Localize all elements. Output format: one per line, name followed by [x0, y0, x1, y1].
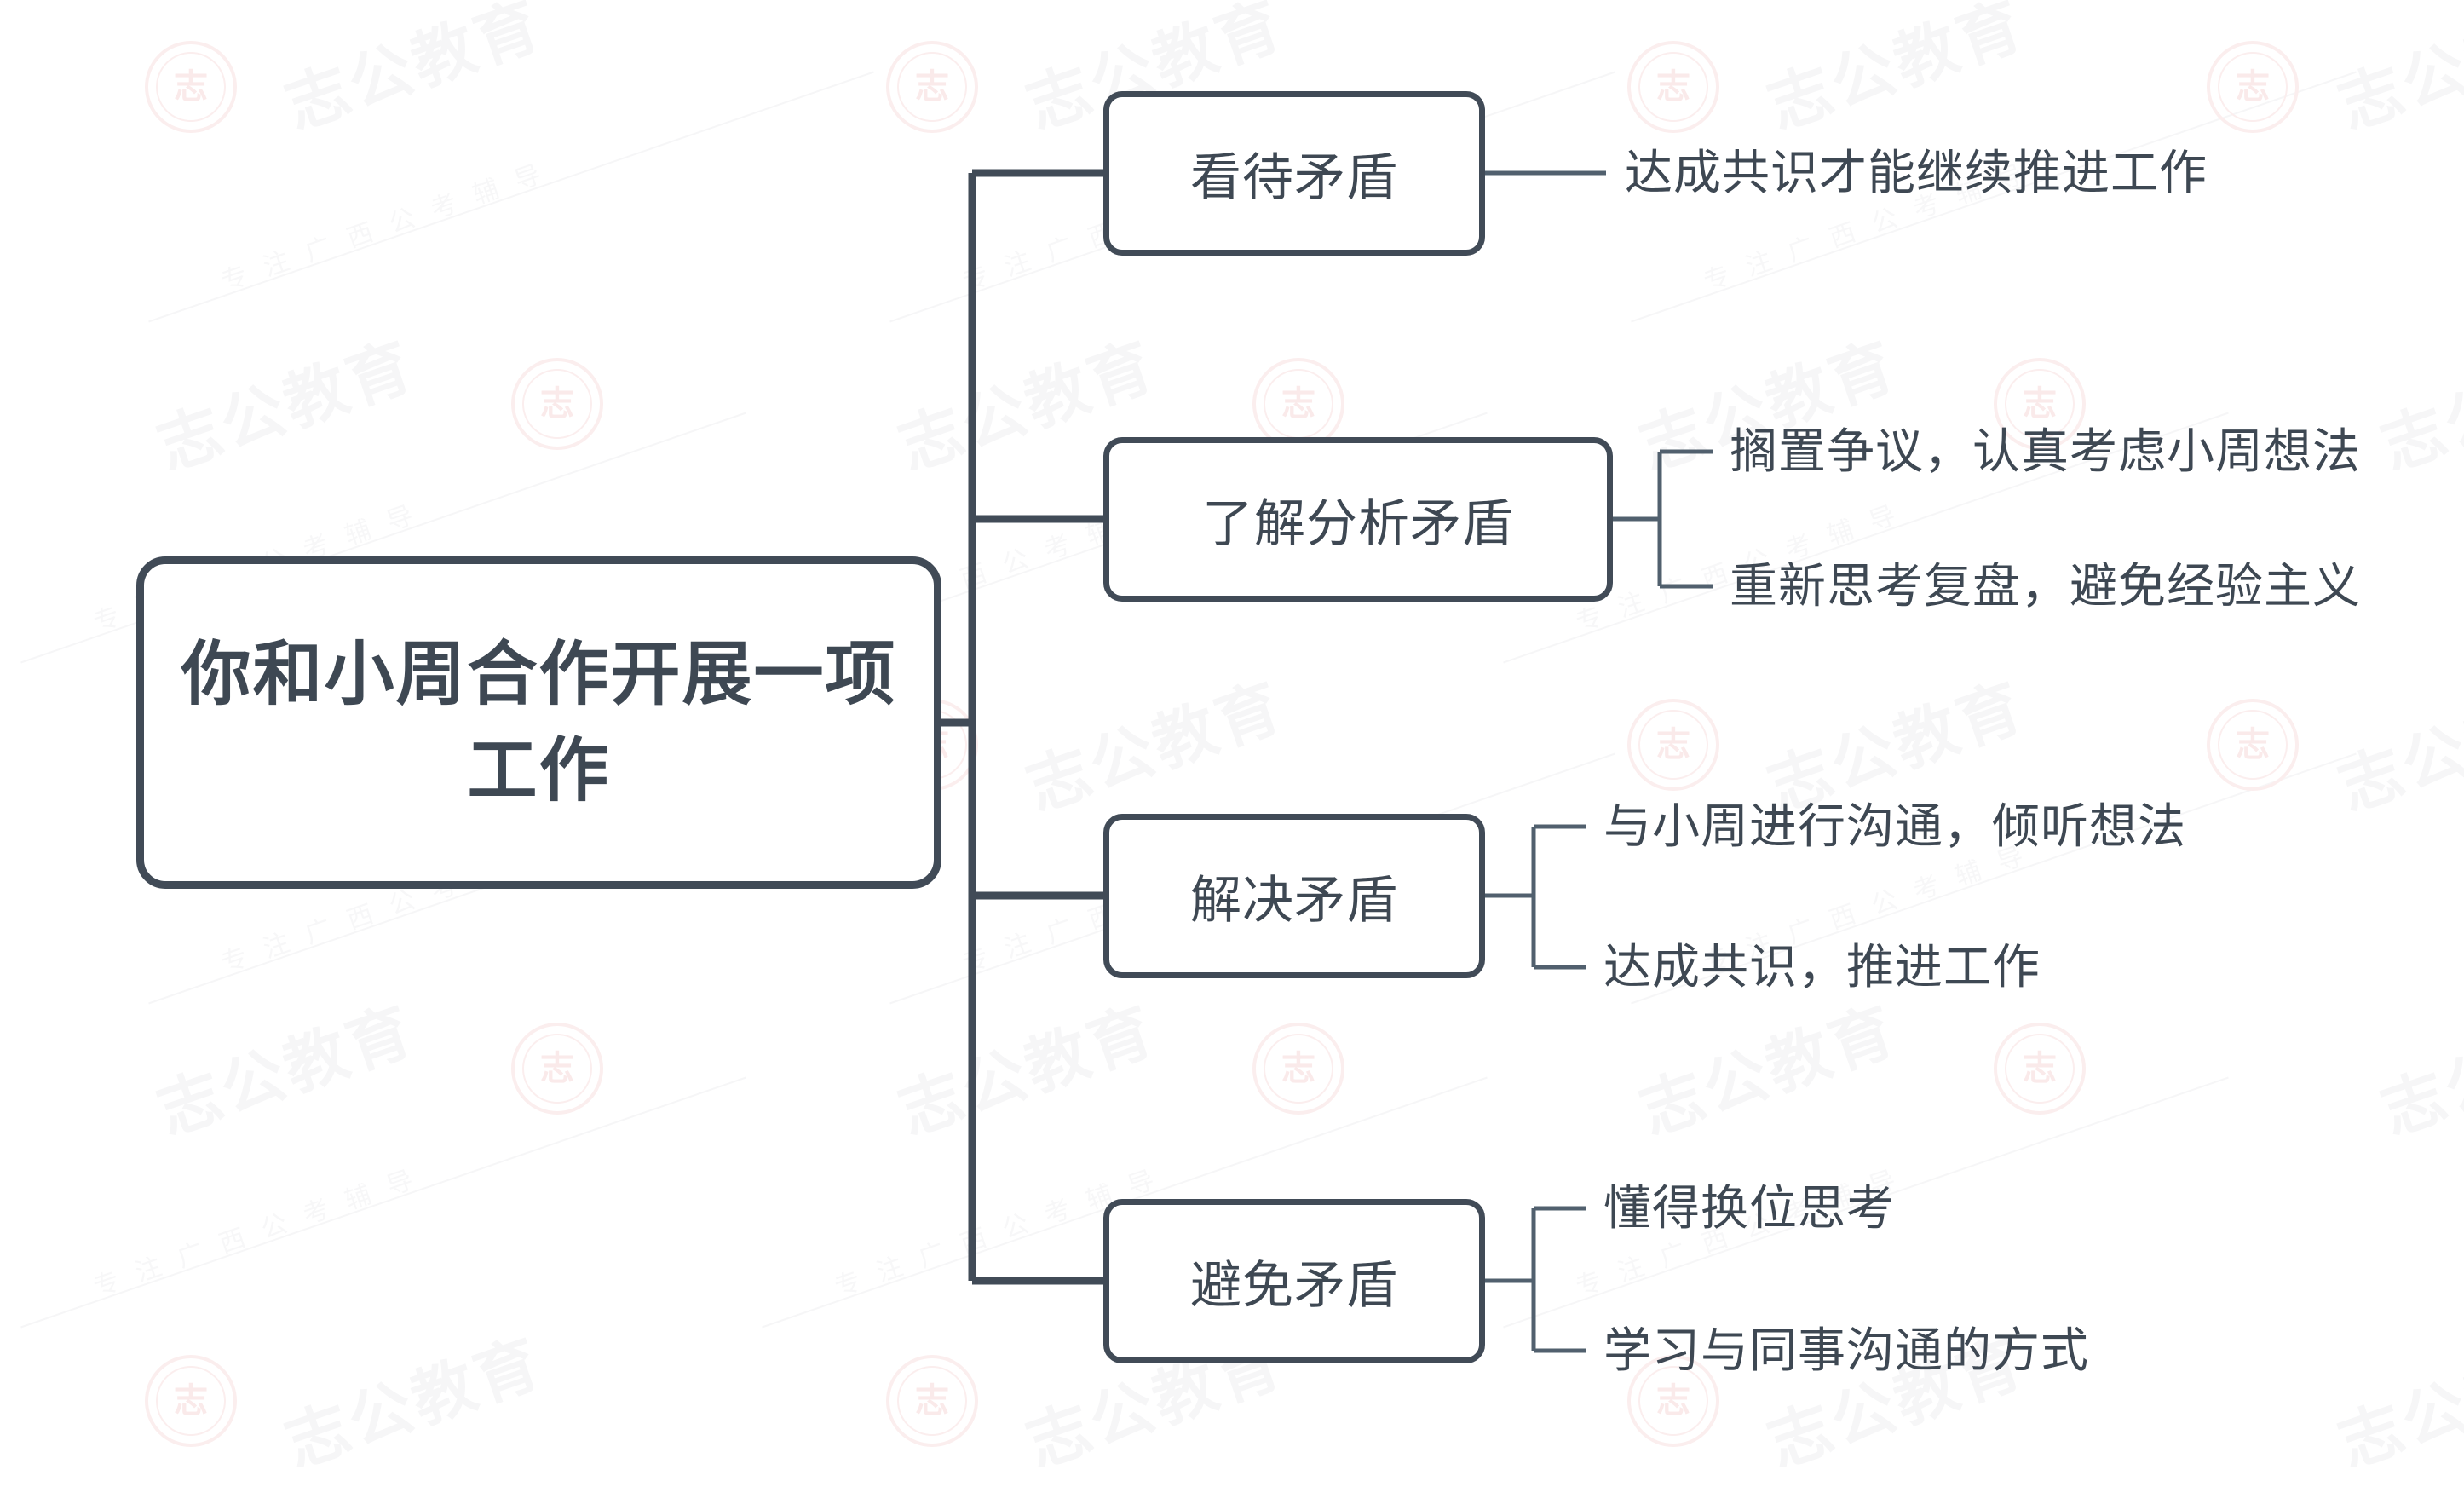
mindmap-leaf-label[interactable]: 懂得换位思考 [1603, 1181, 1895, 1235]
watermark-tagline: 专注广西公考辅导 [89, 1160, 435, 1302]
mindmap-leaf-label[interactable]: 达成共识，推进工作 [1603, 940, 2041, 994]
mindmap-leaf-label[interactable]: 搁置争议，认真考虑小周想法 [1730, 424, 2361, 478]
watermark-brand: 志公教育 [2372, 329, 2464, 483]
watermark-seal-glyph: 志 [522, 1034, 592, 1104]
watermark-seal-glyph: 志 [2218, 710, 2288, 780]
mindmap-branch-node-kan-dai-mao-dun[interactable]: 看待矛盾 [1103, 91, 1485, 256]
branch-node-label: 看待矛盾 [1190, 149, 1398, 206]
watermark-rule [20, 1076, 746, 1329]
watermark-seal-glyph: 志 [2005, 1034, 2075, 1104]
root-node-label: 你和小周合作开展一项工作 [181, 635, 897, 810]
watermark-seal: 志 [145, 1355, 237, 1447]
watermark-brand: 志公教育 [276, 1326, 551, 1480]
watermark-seal: 志 [1627, 41, 1719, 133]
branch-node-label: 避免矛盾 [1190, 1257, 1398, 1314]
watermark-brand: 志公教育 [2372, 994, 2464, 1148]
mindmap-leaf-label[interactable]: 与小周进行沟通，倾听想法 [1603, 799, 2186, 853]
watermark-seal-glyph: 志 [1264, 1034, 1333, 1104]
watermark-seal: 志 [145, 41, 237, 133]
watermark-seal-glyph: 志 [156, 52, 226, 122]
watermark-seal-glyph: 志 [1638, 710, 1708, 780]
branch-node-label: 了解分析矛盾 [1202, 495, 1514, 552]
watermark-brand: 志公教育 [148, 329, 423, 483]
watermark-seal-glyph: 志 [2218, 52, 2288, 122]
watermark-seal: 志 [1994, 1023, 2086, 1115]
watermark-seal: 志 [1627, 699, 1719, 791]
watermark-seal-glyph: 志 [897, 52, 967, 122]
watermark-seal-glyph: 志 [156, 1366, 226, 1436]
watermark-brand: 志公教育 [148, 994, 423, 1148]
watermark-seal: 志 [886, 1355, 978, 1447]
watermark-seal: 志 [1252, 1023, 1344, 1115]
mindmap-branch-node-liao-jie-fen-xi-mao-dun[interactable]: 了解分析矛盾 [1103, 437, 1613, 602]
watermark-seal-glyph: 志 [1264, 369, 1333, 439]
watermark-seal: 志 [886, 41, 978, 133]
mindmap-leaf-label[interactable]: 达成共识才能继续推进工作 [1625, 146, 2208, 199]
watermark-seal-glyph: 志 [897, 1366, 967, 1436]
watermark-brand: 志公教育 [889, 994, 1165, 1148]
mindmap-branch-node-bi-mian-mao-dun[interactable]: 避免矛盾 [1103, 1199, 1485, 1363]
watermark-brand: 志公教育 [2329, 0, 2464, 142]
mindmap-leaf-label[interactable]: 学习与同事沟通的方式 [1603, 1323, 2089, 1377]
watermark-brand: 志公教育 [276, 0, 551, 142]
watermark-brand: 志公教育 [1631, 994, 1906, 1148]
watermark-rule [148, 71, 874, 323]
watermark-brand: 志公教育 [2329, 1326, 2464, 1480]
watermark-brand: 志公教育 [2329, 670, 2464, 824]
watermark-brand: 志公教育 [1759, 0, 2034, 142]
watermark-tagline: 专注广西公考辅导 [217, 154, 562, 297]
branch-node-label: 解决矛盾 [1190, 872, 1398, 929]
watermark-seal: 志 [511, 1023, 603, 1115]
watermark-seal: 志 [2207, 41, 2299, 133]
mindmap-leaf-label[interactable]: 重新思考复盘，避免经验主义 [1730, 559, 2361, 613]
watermark-seal-glyph: 志 [1638, 52, 1708, 122]
watermark-seal: 志 [511, 358, 603, 450]
mindmap-root-node[interactable]: 你和小周合作开展一项工作 [136, 556, 941, 889]
watermark-brand: 志公教育 [1017, 670, 1292, 824]
watermark-seal: 志 [2207, 699, 2299, 791]
watermark-seal-glyph: 志 [522, 369, 592, 439]
mindmap-branch-node-jie-jue-mao-dun[interactable]: 解决矛盾 [1103, 814, 1485, 978]
watermark-seal: 志 [1252, 358, 1344, 450]
